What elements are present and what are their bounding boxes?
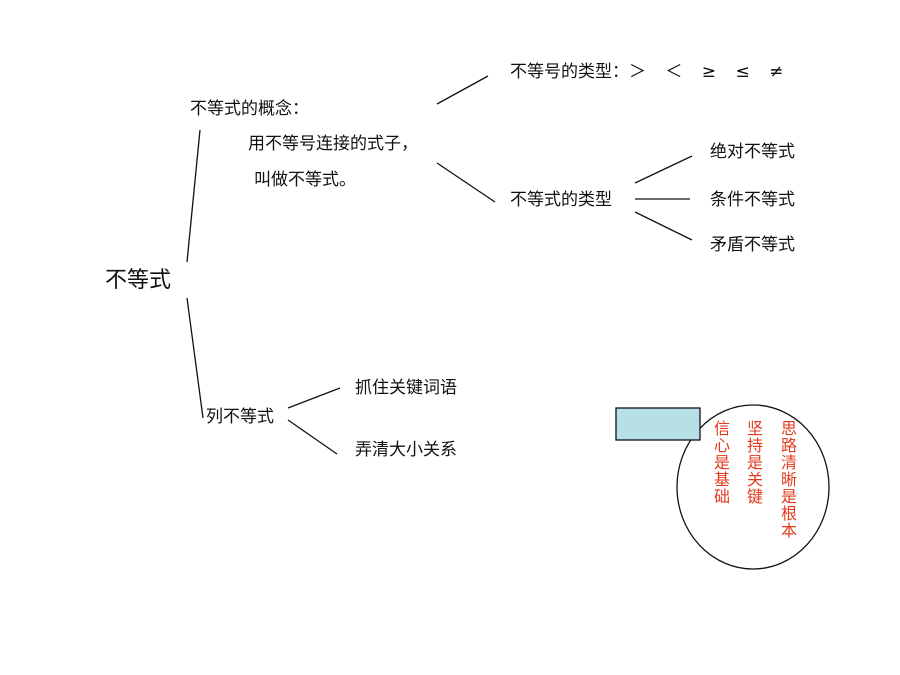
concept-heading: 不等式的概念： [190, 99, 309, 119]
relations-item: 弄清大小关系 [355, 440, 457, 460]
connector-relations [287, 419, 338, 455]
connector-inequality-types [436, 162, 496, 203]
contradictory-inequality: 矛盾不等式 [710, 235, 795, 255]
callout-column-persistence: 坚持是关键 [744, 420, 763, 505]
connector-absolute [634, 155, 693, 184]
callout-box [615, 407, 701, 441]
conditional-inequality: 条件不等式 [710, 190, 795, 210]
formulate-label: 列不等式 [206, 407, 274, 427]
connector-root-concept [186, 129, 201, 263]
inequality-types-label: 不等式的类型 [510, 190, 612, 210]
connector-sign-types [436, 75, 489, 105]
keywords-item: 抓住关键词语 [355, 378, 457, 398]
definition-line-2: 叫做不等式。 [254, 170, 356, 190]
connector-root-formulate [186, 297, 204, 419]
sign-types-label: 不等号的类型：＞ ＜ ≥ ≤ ≠ [510, 62, 783, 82]
callout-ellipse [676, 404, 830, 570]
absolute-inequality: 绝对不等式 [710, 142, 795, 162]
callout-column-confidence: 信心是基础 [711, 420, 730, 505]
connector-contradictory [634, 211, 693, 241]
connector-keywords [287, 387, 341, 409]
sign-symbols: ＞ ＜ ≥ ≤ ≠ [629, 62, 784, 82]
root-node: 不等式 [105, 268, 172, 293]
sign-types-text: 不等号的类型： [510, 62, 629, 82]
definition-line-1: 用不等号连接的式子， [248, 134, 418, 154]
callout-column-clarity: 思路清晰是根本 [778, 420, 797, 539]
